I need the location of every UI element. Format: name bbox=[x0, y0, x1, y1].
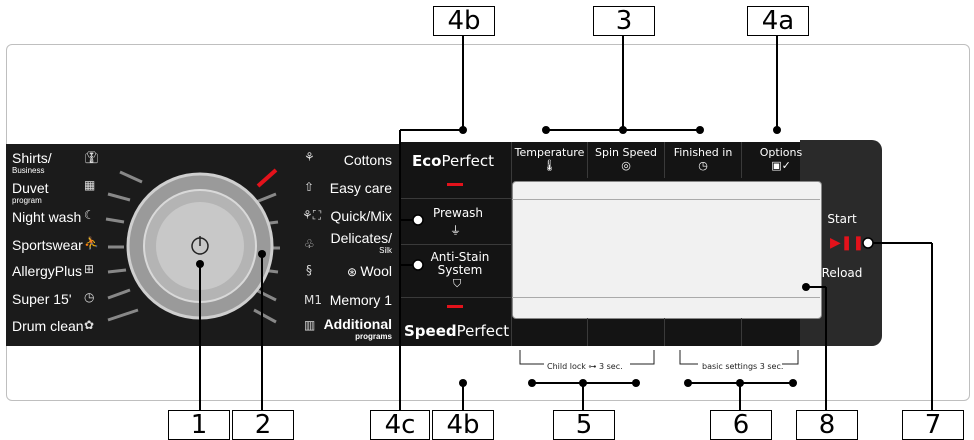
callout-4c: 4c bbox=[370, 410, 430, 440]
prewash-icon: ⏚ bbox=[450, 224, 461, 237]
quickmix-icon: ⚘⛶ bbox=[302, 208, 322, 222]
sport-icon: ⛹ bbox=[84, 236, 99, 250]
clock-icon: ◷ bbox=[698, 159, 708, 172]
program-dial-area bbox=[105, 168, 280, 324]
options-button[interactable]: Options ▣✓ bbox=[742, 146, 820, 178]
dial-markers bbox=[105, 170, 280, 324]
program-allergyplus[interactable]: AllergyPlus bbox=[12, 263, 83, 279]
program-easy-care[interactable]: Easy care bbox=[329, 180, 392, 196]
anti-stain-icon: ⛉ bbox=[453, 277, 462, 290]
display-screen bbox=[512, 181, 822, 319]
callout-3: 3 bbox=[593, 6, 655, 36]
drum-icon: ✿ bbox=[84, 318, 95, 332]
program-drum-clean[interactable]: Drum clean bbox=[12, 318, 84, 334]
temperature-button[interactable]: Temperature 🌡︎ bbox=[512, 146, 587, 178]
callout-4a: 4a bbox=[747, 6, 809, 36]
finished-in-button[interactable]: Finished in ◷ bbox=[665, 146, 741, 178]
callout-8: 8 bbox=[796, 410, 858, 440]
callout-2: 2 bbox=[232, 410, 294, 440]
program-sportswear[interactable]: Sportswear bbox=[12, 237, 83, 253]
wool-icon: § bbox=[306, 263, 312, 277]
program-wool[interactable]: ⊛ Wool bbox=[346, 263, 392, 279]
speedperfect-indicator bbox=[447, 305, 463, 308]
program-delicates[interactable]: Delicates/Silk bbox=[330, 230, 392, 255]
spin-speed-button[interactable]: Spin Speed ◎ bbox=[588, 146, 664, 178]
program-night-wash[interactable]: Night wash bbox=[12, 209, 82, 225]
duvet-icon: ▦ bbox=[84, 178, 96, 192]
callout-1: 1 bbox=[168, 410, 230, 440]
allergy-icon: ⊞ bbox=[84, 262, 95, 276]
program-cottons[interactable]: Cottons bbox=[343, 152, 392, 168]
callout-5: 5 bbox=[553, 410, 615, 440]
speedperfect-button[interactable]: SpeedPerfect bbox=[404, 322, 510, 340]
cotton-icon: ⚘ bbox=[304, 150, 315, 164]
anti-stain-button[interactable]: Anti-Stain System ⛉ bbox=[430, 250, 490, 290]
program-quick-mix[interactable]: Quick/Mix bbox=[330, 208, 392, 224]
shirt-icon: 👔︎ bbox=[84, 150, 100, 164]
start-label: Start bbox=[827, 212, 857, 226]
basic-settings-label: basic settings 3 sec. bbox=[702, 362, 784, 371]
delicates-icon: ♧ bbox=[304, 237, 315, 251]
callout-6: 6 bbox=[710, 410, 772, 440]
program-memory-1[interactable]: Memory 1 bbox=[329, 292, 392, 308]
callout-4b-bottom: 4b bbox=[432, 410, 494, 440]
callout-4b-top: 4b bbox=[433, 6, 495, 36]
prewash-button[interactable]: Prewash ⏚ bbox=[432, 206, 484, 237]
dial-selected-marker bbox=[256, 168, 278, 188]
moon-icon: ☾ bbox=[84, 208, 95, 222]
easycare-icon: ⇧ bbox=[304, 180, 315, 194]
program-shirts[interactable]: Shirts/Business bbox=[12, 150, 52, 175]
memory-icon: M1 bbox=[304, 293, 322, 307]
ecoperfect-button[interactable]: EcoPerfect bbox=[412, 152, 494, 170]
child-lock-label: Child lock ⊶ 3 sec. bbox=[547, 362, 623, 371]
ecoperfect-indicator bbox=[447, 183, 463, 186]
timer-icon: ◷ bbox=[84, 290, 95, 304]
spin-icon: ◎ bbox=[621, 159, 631, 172]
start-pause-button[interactable]: ▶❚❚ bbox=[830, 234, 865, 250]
callout-7: 7 bbox=[902, 410, 964, 440]
reload-label: Reload bbox=[821, 266, 863, 280]
options-icon: ▣✓ bbox=[771, 159, 791, 172]
program-super15[interactable]: Super 15' bbox=[12, 291, 72, 307]
additional-icon: ▥ bbox=[304, 318, 316, 332]
thermometer-icon: 🌡︎ bbox=[542, 159, 557, 172]
